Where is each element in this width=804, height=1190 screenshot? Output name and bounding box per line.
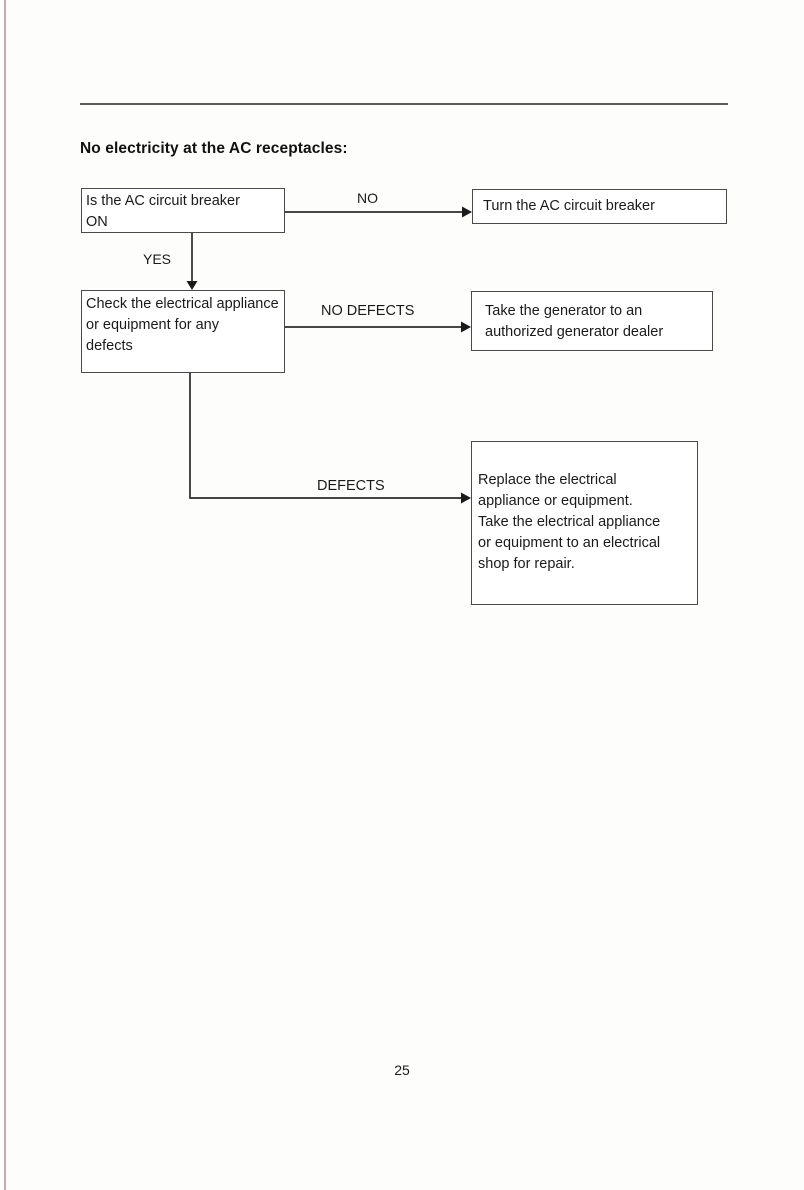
flow-node-breaker-question-text: Is the AC circuit breaker ON bbox=[86, 193, 240, 230]
flow-node-take-generator-text: Take the generator to an authorized gene… bbox=[485, 303, 664, 340]
flow-node-replace-appliance-text: Replace the electrical appliance or equi… bbox=[478, 472, 661, 572]
flow-node-check-appliance-text: Check the electrical appliance or equipm… bbox=[86, 296, 279, 354]
header-rule bbox=[80, 103, 728, 105]
edge-label-no-defects: NO DEFECTS bbox=[321, 303, 415, 319]
flow-node-check-appliance: Check the electrical appliance or equipm… bbox=[81, 290, 285, 373]
flow-node-turn-breaker: Turn the AC circuit breaker bbox=[472, 189, 727, 224]
edge-label-defects: DEFECTS bbox=[317, 478, 385, 494]
flow-node-turn-breaker-text: Turn the AC circuit breaker bbox=[483, 198, 655, 214]
page-margin-line bbox=[4, 0, 6, 1190]
edge-label-no: NO bbox=[357, 190, 378, 206]
page-title: No electricity at the AC receptacles: bbox=[80, 140, 348, 157]
flow-node-take-generator: Take the generator to an authorized gene… bbox=[471, 291, 713, 351]
flow-node-replace-appliance: Replace the electrical appliance or equi… bbox=[471, 441, 698, 605]
edge-label-yes: YES bbox=[143, 251, 172, 267]
page-number: 25 bbox=[394, 1062, 410, 1078]
flow-node-breaker-question: Is the AC circuit breaker ON bbox=[81, 188, 285, 233]
